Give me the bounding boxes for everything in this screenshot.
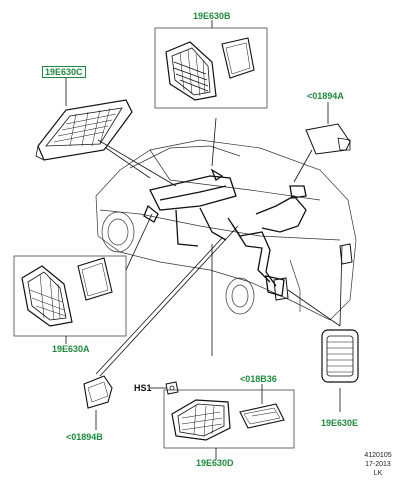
leader-lines — [65, 20, 343, 460]
reference-date: 17-2013 — [365, 461, 391, 468]
callout-19e630d[interactable]: 19E630D — [196, 458, 234, 468]
detail-box-side — [13, 255, 127, 337]
vent-assembly-top-image — [165, 37, 255, 101]
clip-part-image — [165, 381, 179, 395]
vent-panel-rear-image — [321, 329, 359, 383]
reference-region: LK — [373, 470, 383, 477]
detail-box-center — [163, 389, 295, 449]
vent-assembly-side-image — [21, 257, 113, 327]
callout-19e630b[interactable]: 19E630B — [193, 11, 231, 21]
callout-hs1[interactable]: HS1 — [134, 383, 152, 393]
detail-box-top — [154, 27, 268, 109]
vehicle-outline — [95, 139, 357, 321]
reference-block: 4120105 17-2013 LK — [360, 451, 396, 478]
callout-19e630e[interactable]: 19E630E — [321, 418, 359, 428]
callout-01894b[interactable]: <01894B — [66, 432, 103, 442]
callout-01894a[interactable]: <01894A — [307, 91, 344, 101]
vent-assembly-center-image — [171, 399, 285, 441]
duct-bottom-left-image — [83, 375, 113, 409]
callout-018b36[interactable]: <018B36 — [240, 374, 277, 384]
callout-19e630a[interactable]: 19E630A — [52, 344, 90, 354]
vent-assembly-left-image — [35, 99, 133, 161]
callout-19e630c[interactable]: 19E630C — [42, 66, 86, 78]
duct-system — [143, 168, 307, 297]
reference-code: 4120105 — [364, 452, 392, 459]
rear-vent-small — [273, 277, 289, 301]
trim-panel-right-image — [305, 123, 351, 155]
